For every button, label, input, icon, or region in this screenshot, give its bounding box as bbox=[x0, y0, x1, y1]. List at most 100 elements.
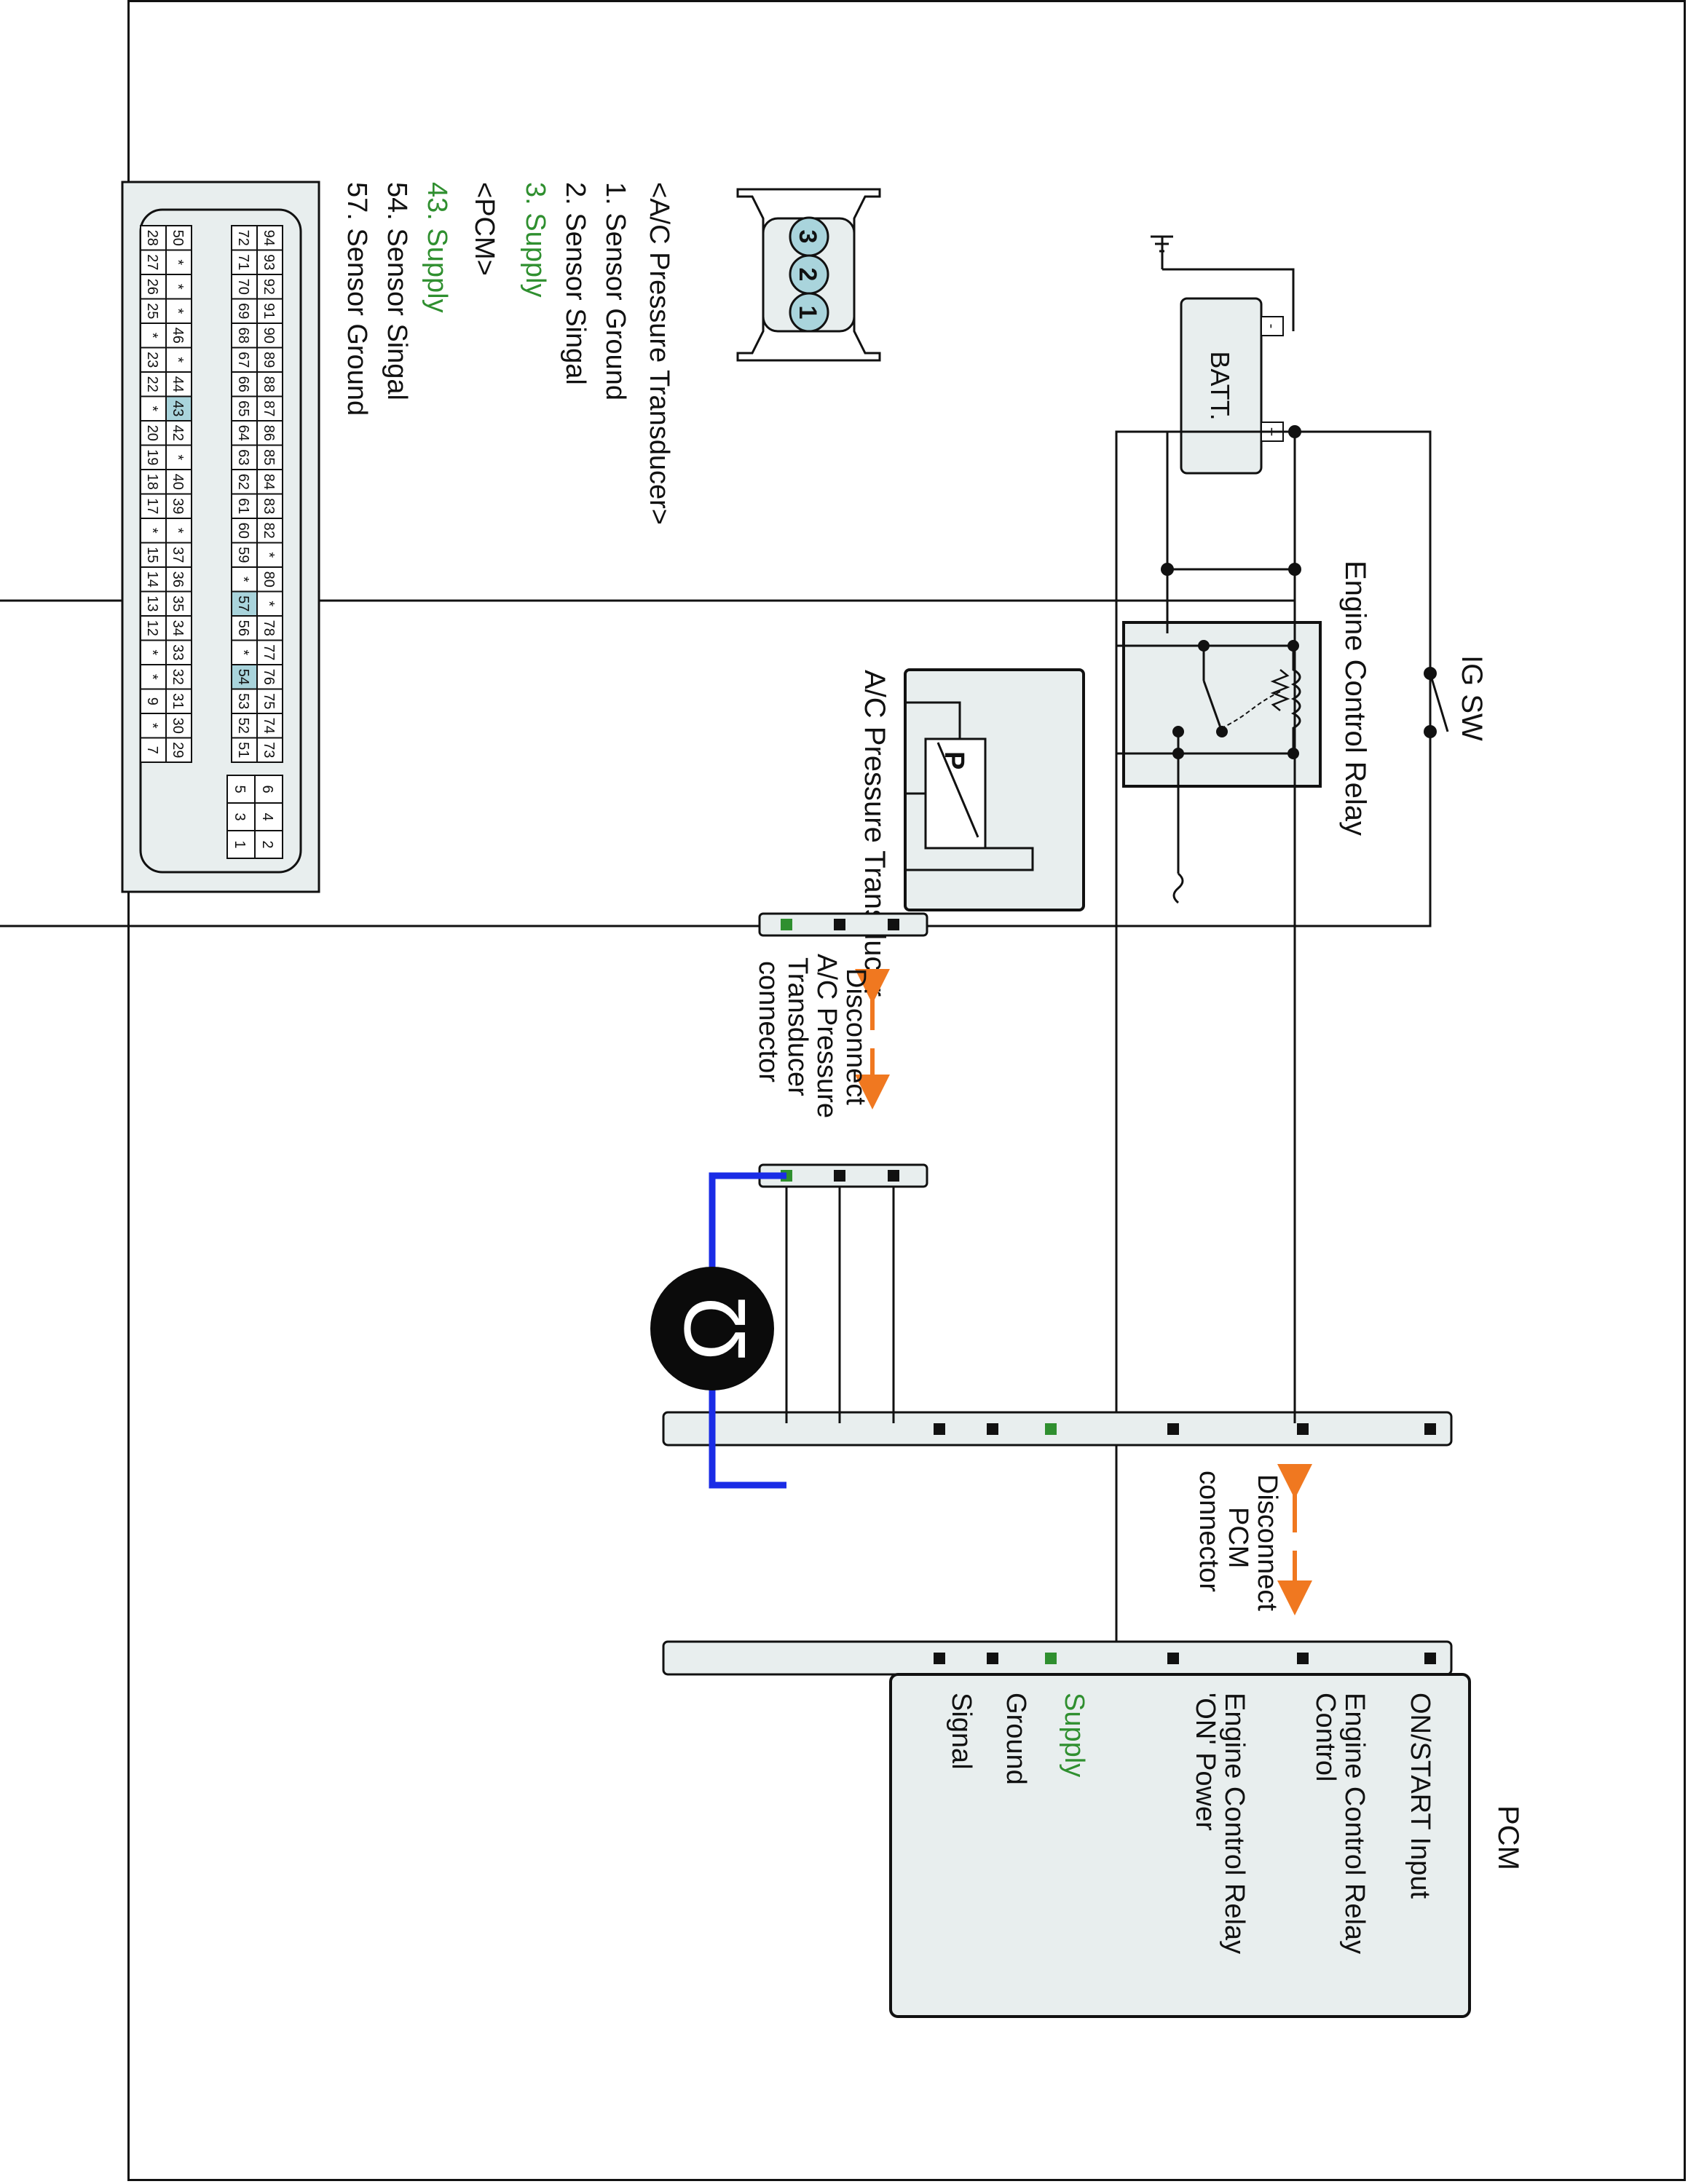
pcm-pin-number: 64 bbox=[235, 425, 251, 441]
ac-pressure-transducer: A/C Pressure Transducer P bbox=[758, 668, 1085, 997]
pcm-pin-number: 69 bbox=[235, 303, 251, 319]
pcm-pin-cell bbox=[231, 737, 258, 763]
disconnect-pcm-note: Disconnect PCM connector bbox=[1194, 1464, 1312, 1615]
pcm-pin-number: 60 bbox=[235, 523, 251, 539]
pcm-small-pin-number: 3 bbox=[232, 812, 248, 820]
pcm-pin-number: 59 bbox=[235, 547, 251, 563]
pcm-pin-number: 57 bbox=[235, 596, 251, 612]
pcm-connector-title: <PCM> bbox=[469, 182, 500, 276]
engine-control-relay: Engine Control Relay bbox=[1116, 561, 1371, 904]
battery: BATT. - + bbox=[1180, 297, 1284, 475]
disconnect-transducer-line1: Disconnect bbox=[840, 968, 871, 1105]
pcm-pin-number: 61 bbox=[235, 498, 251, 514]
pcm-pin-number: * bbox=[170, 284, 186, 290]
pcm-pin-number: 78 bbox=[261, 620, 277, 636]
transducer-pin-2: 2 bbox=[794, 268, 821, 282]
pcm-pin-relay-power-2: 'ON' Power bbox=[1190, 1693, 1220, 1831]
pcm-connector-view: <PCM> 94939291908988878685848382*80*7877… bbox=[121, 181, 500, 893]
pcm-pin-number: 92 bbox=[261, 279, 277, 295]
pcm-small-pin-cell bbox=[226, 830, 256, 859]
pcm-pin-number: 39 bbox=[170, 498, 186, 514]
pcm-pin-number: * bbox=[170, 259, 186, 265]
pcm-pin-number: 56 bbox=[235, 620, 251, 636]
pcm-pin-number: 77 bbox=[261, 644, 277, 660]
pcm-pin-number: 28 bbox=[144, 230, 160, 246]
page-frame bbox=[127, 0, 1686, 2181]
pcm-pin-number: 19 bbox=[144, 449, 160, 465]
disconnect-pcm-line2: PCM bbox=[1223, 1507, 1253, 1568]
pcm-pin-supply: Supply bbox=[1059, 1693, 1089, 1777]
pcm-pin-number: 87 bbox=[261, 400, 277, 416]
pcm-pin-number: 20 bbox=[144, 425, 160, 441]
pcm-pin-relay-power-1: Engine Control Relay bbox=[1219, 1693, 1250, 1954]
pcm-pin-number: 17 bbox=[144, 498, 160, 514]
pcm-title: PCM bbox=[1492, 1805, 1524, 1870]
pcm-pin-number: 43 bbox=[170, 400, 186, 416]
pcm-small-pin-number: 6 bbox=[259, 785, 275, 793]
pcm-pin-number: 66 bbox=[235, 376, 251, 392]
pcm-pin-number: * bbox=[144, 405, 160, 411]
pcm-pin-number: 22 bbox=[144, 376, 160, 392]
pcm-pin-number: 29 bbox=[170, 742, 186, 758]
ground-symbol bbox=[1151, 235, 1295, 331]
pcm-pin-number: 50 bbox=[170, 230, 186, 246]
disconnect-transducer-note: Disconnect A/C Pressure Transducer conne… bbox=[753, 954, 890, 1118]
pcm-pin-number: 51 bbox=[235, 742, 251, 758]
transducer-connector-view: <A/C Pressure Transducer> 3 2 1 1. Senso… bbox=[520, 182, 881, 525]
pcm-small-pin-number: 5 bbox=[232, 785, 248, 793]
pcm-pin-number: 35 bbox=[170, 596, 186, 612]
transducer-pin-1: 1 bbox=[794, 306, 821, 320]
disconnect-pcm-line1: Disconnect bbox=[1252, 1474, 1282, 1611]
pcm-pin-number: 44 bbox=[170, 376, 186, 392]
pcm-pin-number: 62 bbox=[235, 474, 251, 490]
pcm-pin-number: 89 bbox=[261, 352, 277, 368]
pcm-pin-number: 26 bbox=[144, 279, 160, 295]
pcm-pin-number: * bbox=[235, 649, 251, 655]
battery-label: BATT. bbox=[1205, 351, 1235, 420]
pcm-pin-number: * bbox=[261, 601, 277, 606]
pcm-pin-relay-control-2: Control bbox=[1310, 1693, 1341, 1782]
pcm-pin-number: 93 bbox=[261, 254, 277, 270]
pcm-pin-number: 18 bbox=[144, 474, 160, 490]
transducer-pin-desc-3: 3. Supply bbox=[520, 182, 551, 297]
pcm-connector-face bbox=[662, 1640, 1453, 1676]
pcm-pin-number: 75 bbox=[261, 693, 277, 709]
transducer-pin-desc-1: 1. Sensor Ground bbox=[600, 182, 631, 400]
ig-switch: IG SW bbox=[1424, 641, 1488, 815]
pcm-pin-number: * bbox=[170, 454, 186, 460]
pcm-pin-number: 33 bbox=[170, 644, 186, 660]
pcm-pin-number: 25 bbox=[144, 303, 160, 319]
disconnect-transducer-line2: A/C Pressure bbox=[811, 954, 842, 1118]
disconnect-pcm-line3: connector bbox=[1194, 1471, 1224, 1592]
pcm-pin-ground: Ground bbox=[1001, 1693, 1031, 1785]
pcm-pin-number: 9 bbox=[144, 697, 160, 705]
pcm-pin-number: 27 bbox=[144, 254, 160, 270]
pcm-pin-desc-57: 57. Sensor Ground bbox=[342, 182, 372, 416]
pcm-pin-number: 80 bbox=[261, 571, 277, 587]
disconnect-transducer-line3: Transducer bbox=[782, 957, 813, 1096]
pcm-pin-number: 31 bbox=[170, 693, 186, 709]
pcm-pin-number: 40 bbox=[170, 474, 186, 490]
pcm-pin-number: 30 bbox=[170, 718, 186, 734]
pcm-pin-number: 67 bbox=[235, 352, 251, 368]
transducer-pin-3: 3 bbox=[794, 230, 821, 244]
pcm-module: PCM ON/START Input Engine Control Relay … bbox=[889, 1673, 1524, 2018]
pcm-pin-number: 12 bbox=[144, 620, 160, 636]
pcm-small-pin-number: 4 bbox=[259, 812, 275, 820]
pcm-pin-number: * bbox=[170, 308, 186, 314]
ohm-symbol: Ω bbox=[666, 1296, 764, 1361]
pcm-pin-number: 37 bbox=[170, 547, 186, 563]
pcm-pin-number: 90 bbox=[261, 328, 277, 344]
ohmmeter-loop: Ω bbox=[650, 1172, 786, 1489]
pcm-pin-number: * bbox=[144, 649, 160, 655]
pcm-pin-on-start: ON/START Input bbox=[1405, 1693, 1435, 1899]
pcm-pin-number: 32 bbox=[170, 669, 186, 685]
pcm-pin-number: 91 bbox=[261, 303, 277, 319]
pcm-pin-number: * bbox=[144, 723, 160, 729]
pcm-pin-number: * bbox=[235, 577, 251, 582]
pcm-pin-number: 14 bbox=[144, 571, 160, 587]
pcm-pin-number: 94 bbox=[261, 230, 277, 246]
pcm-pin-number: 36 bbox=[170, 571, 186, 587]
pcm-pin-number: 53 bbox=[235, 693, 251, 709]
